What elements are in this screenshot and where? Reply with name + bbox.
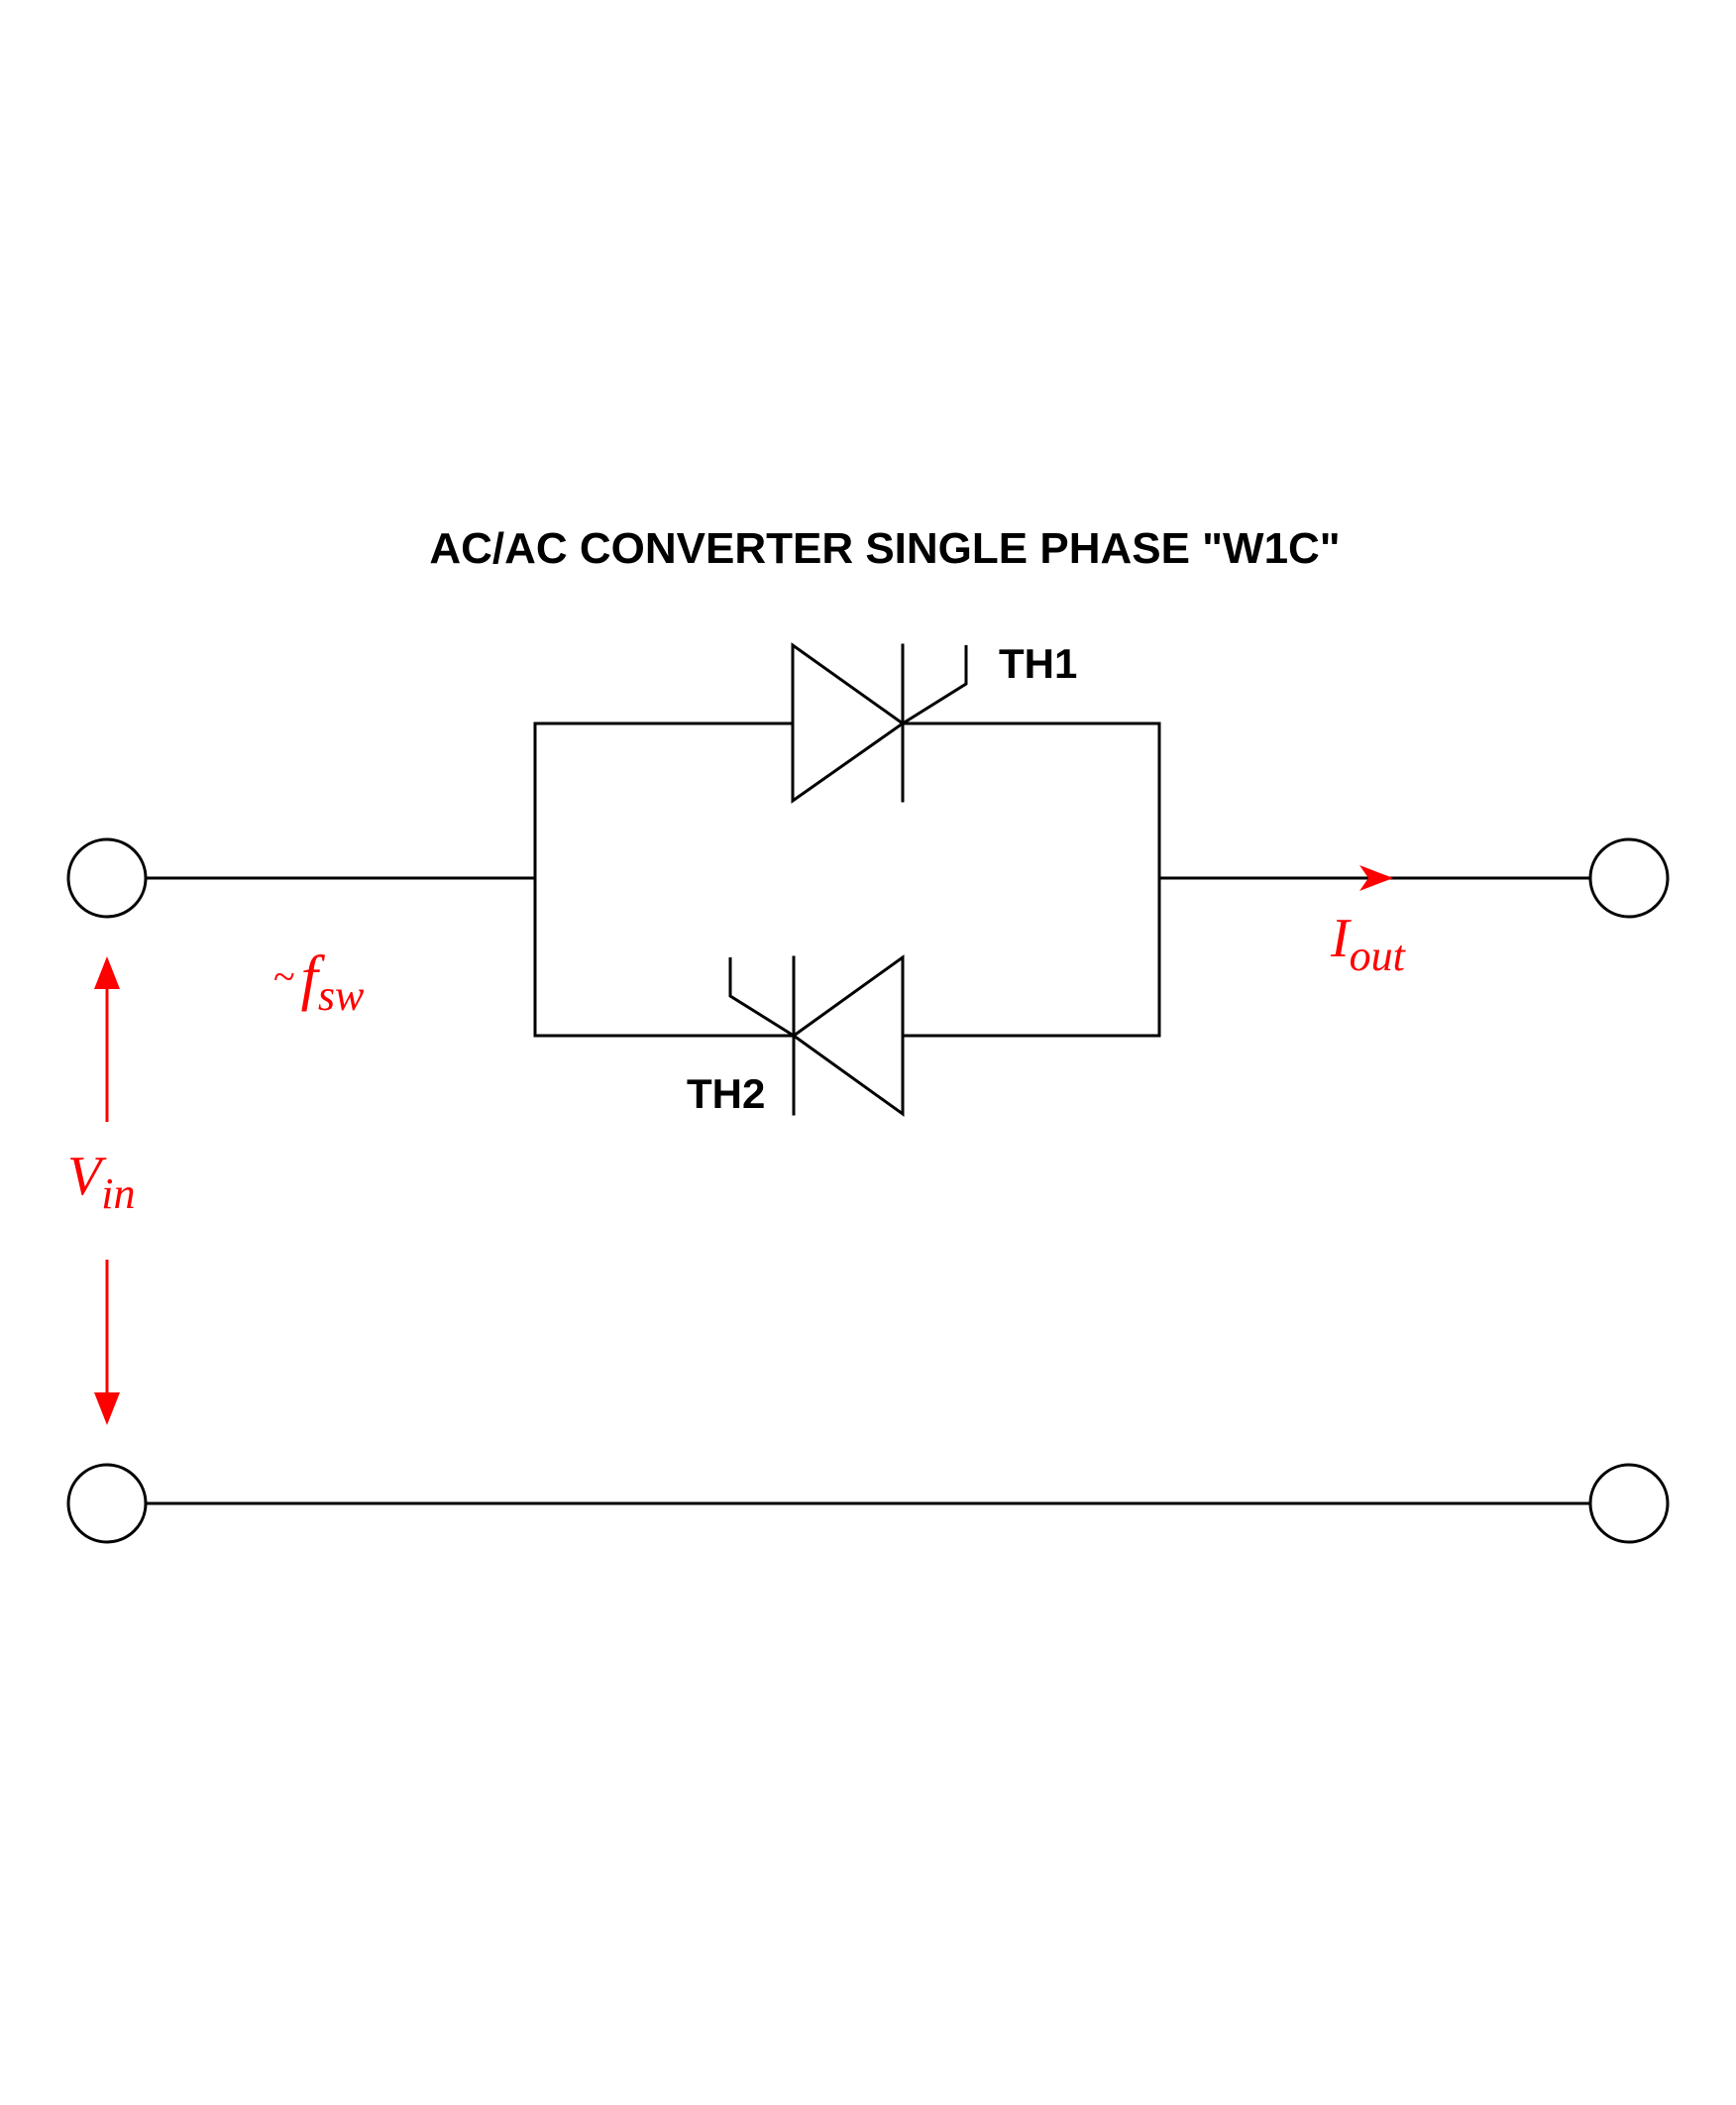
iout-label: Iout (1330, 908, 1407, 980)
th2-triangle (791, 954, 905, 1117)
th1-gate (902, 645, 968, 725)
fsw-label: ~fsw (273, 944, 365, 1020)
output-terminal-bottom (1588, 1463, 1670, 1544)
input-terminal-top (66, 837, 148, 919)
vin-label: Vin (67, 1146, 135, 1218)
th2-gate (728, 957, 795, 1038)
th1-label: TH1 (999, 640, 1077, 687)
input-terminal-bottom (66, 1463, 148, 1544)
th1-triangle (791, 642, 906, 804)
output-terminal-top (1588, 837, 1670, 919)
vin-arrowhead-down (94, 1392, 120, 1425)
diagram-title: AC/AC CONVERTER SINGLE PHASE "W1C" (429, 524, 1340, 573)
iout-arrowhead (1359, 865, 1393, 891)
thyristor-th2 (728, 954, 905, 1117)
thyristor-th1 (791, 642, 968, 804)
vin-arrowhead-up (94, 956, 120, 989)
vin-arrow (94, 956, 120, 1425)
th2-label: TH2 (687, 1070, 765, 1117)
